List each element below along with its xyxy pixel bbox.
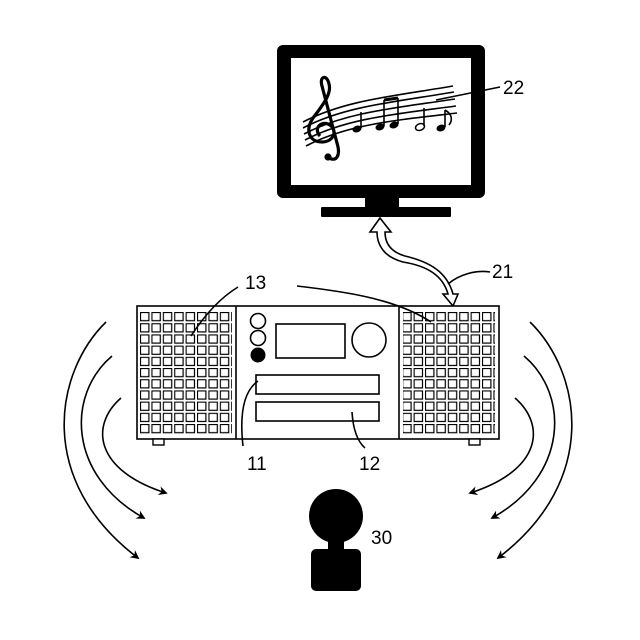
connection-arrow <box>370 218 458 306</box>
slot-upper <box>256 375 379 394</box>
audio-device <box>137 306 499 445</box>
label-speakers: 13 <box>245 273 266 294</box>
knob-bottom <box>251 348 266 363</box>
speaker-grille-right <box>403 312 495 435</box>
knob-middle <box>251 331 266 346</box>
device-foot-left <box>153 439 164 445</box>
person-icon <box>309 489 363 591</box>
device-foot-right <box>469 439 480 445</box>
monitor <box>277 45 485 217</box>
monitor-base <box>321 207 451 217</box>
speaker-grille-left <box>140 312 232 435</box>
label-link: 21 <box>492 262 513 283</box>
knob-top <box>251 314 266 329</box>
label-slot-lower: 12 <box>359 454 380 475</box>
volume-dial <box>352 323 386 357</box>
display-panel <box>276 324 345 358</box>
label-slot-upper: 11 <box>247 454 267 475</box>
label-listener: 30 <box>371 528 392 549</box>
slot-lower <box>256 402 379 421</box>
label-screen: 22 <box>503 78 524 99</box>
